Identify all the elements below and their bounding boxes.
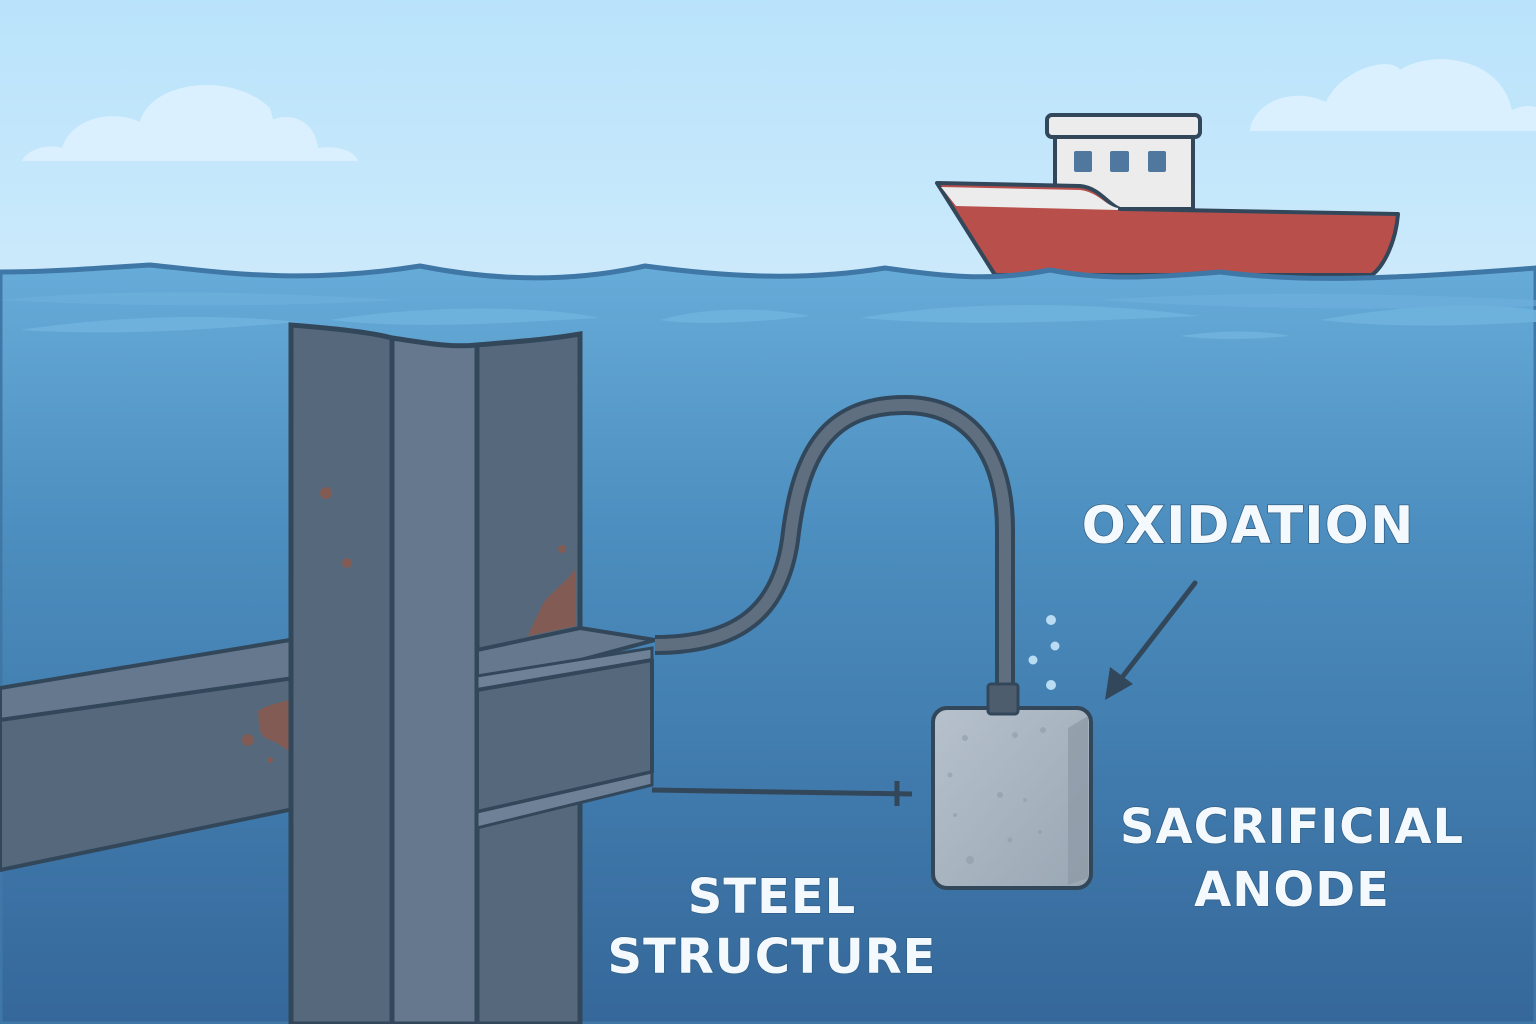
wave-highlights <box>0 292 1536 339</box>
bubble <box>1046 680 1056 690</box>
rust-patch <box>528 568 576 636</box>
oxidation-arrow-icon <box>1105 580 1198 700</box>
bubbles <box>1028 615 1060 690</box>
boat-deck-stripe <box>941 187 1118 210</box>
anode-connector <box>986 682 1020 716</box>
anode-texture <box>947 727 1046 864</box>
cable <box>654 394 1015 688</box>
rust-spot <box>320 487 332 499</box>
rust-spot <box>558 545 566 553</box>
boat-window <box>1074 151 1092 172</box>
sacrificial-anode <box>931 682 1093 890</box>
cloud-right <box>1250 59 1536 131</box>
cloud-left <box>22 84 358 161</box>
steel-structure-label-line2: STRUCTURE <box>608 929 937 985</box>
steel-structure-label-line1: STEEL <box>688 869 856 925</box>
bubble <box>1028 655 1038 665</box>
rust-spot <box>342 558 352 568</box>
bubble <box>1046 615 1056 625</box>
beam-right <box>475 626 657 830</box>
connection-wire <box>651 781 913 806</box>
boat-window <box>1110 151 1129 172</box>
boat <box>935 113 1400 277</box>
steel-column <box>288 322 583 1024</box>
oxidation-label: OXIDATION <box>1082 496 1415 556</box>
rust-spot <box>267 757 273 763</box>
boat-window <box>1148 151 1166 172</box>
boat-cabin-roof <box>1045 113 1202 139</box>
sacrificial-anode-label-line1: SACRIFICIAL <box>1120 799 1464 855</box>
bubble <box>1050 641 1060 651</box>
sacrificial-anode-label-line2: ANODE <box>1194 862 1390 918</box>
rust-spot <box>242 734 254 746</box>
